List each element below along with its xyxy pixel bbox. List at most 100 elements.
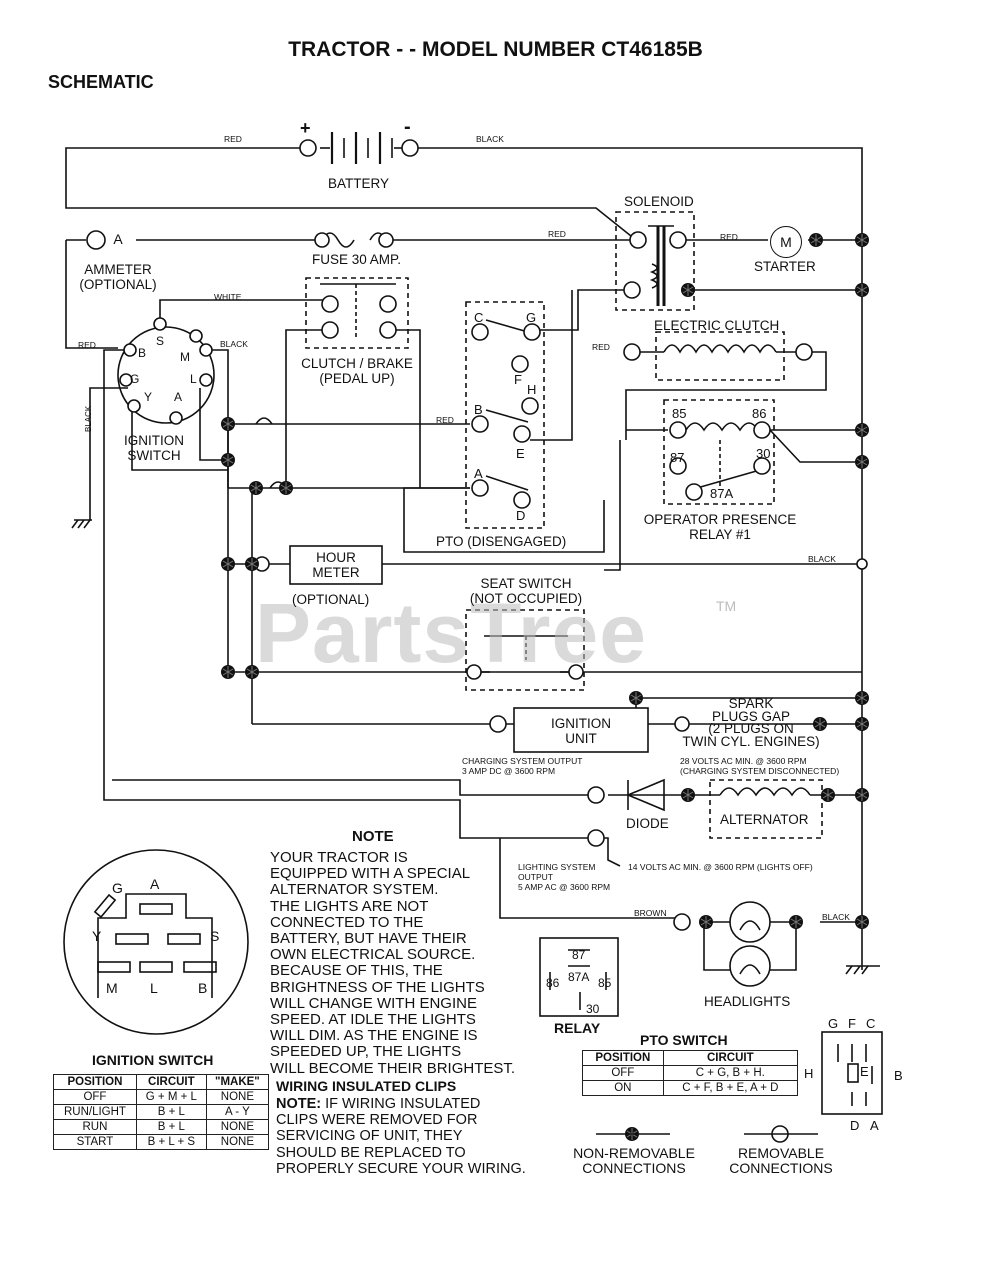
note-line: BATTERY, BUT HAVE THEIR — [270, 930, 467, 948]
note-line: ALTERNATOR SYSTEM. — [270, 881, 439, 899]
wire-label-red-ignition: RED — [78, 340, 96, 350]
note-line: WILL BECOME THEIR BRIGHTEST. — [270, 1059, 516, 1077]
wire-label-black-ground: BLACK — [84, 405, 93, 432]
volts-14-label: 14 VOLTS AC MIN. @ 3600 RPM (LIGHTS OFF) — [628, 862, 813, 872]
hour-meter-optional: (OPTIONAL) — [292, 592, 370, 607]
note-line: WILL DIM. AS THE ENGINE IS — [270, 1027, 478, 1045]
alternator-label: ALTERNATOR — [720, 812, 809, 827]
relay-diagram-86: 86 — [546, 976, 560, 990]
page-title: TRACTOR - - MODEL NUMBER CT46185B — [288, 38, 703, 61]
table-cell: NONE — [205, 1119, 270, 1135]
table-cell: B + L — [135, 1119, 207, 1135]
table-row: OFF C + G, B + H. — [582, 1065, 799, 1081]
watermark: PartsTree — [255, 586, 647, 680]
pto-label: PTO (DISENGAGED) — [436, 534, 567, 549]
battery-positive-wire — [65, 147, 637, 241]
ign-diagram-b: B — [198, 980, 208, 996]
wire-label-red-starter: RED — [720, 232, 738, 242]
table-cell: B + L — [135, 1104, 207, 1120]
section-subtitle: SCHEMATIC — [48, 72, 154, 92]
column-header: "MAKE" — [205, 1074, 270, 1090]
volts-28-label: 28 VOLTS AC MIN. @ 3600 RPM(CHARGING SYS… — [680, 756, 840, 776]
note-line: WILL CHANGE WITH ENGINE — [270, 994, 477, 1012]
ignition-terminal-s: S — [156, 334, 165, 348]
note-line: EQUIPPED WITH A SPECIAL — [270, 865, 471, 883]
table-cell: G + M + L — [135, 1089, 207, 1105]
ign-diagram-a: A — [150, 876, 160, 892]
ammeter-label: AMMETER(OPTIONAL) — [79, 262, 157, 292]
pto-terminal-e: E — [516, 446, 525, 461]
pto-terminal-a: A — [474, 466, 483, 481]
clips-note-label: NOTE: — [276, 1096, 322, 1112]
clips-note-line: SERVICING OF UNIT, THEY — [276, 1128, 463, 1145]
column-header: CIRCUIT — [135, 1074, 207, 1090]
relay-diagram-87a: 87A — [568, 970, 590, 984]
clips-note-line: PROPERLY SECURE YOUR WIRING. — [276, 1160, 526, 1177]
pto-diagram-d: D — [850, 1118, 860, 1133]
table-cell: C + F, B + E, A + D — [662, 1080, 799, 1096]
relay1-terminal-86: 86 — [752, 406, 767, 421]
note-line: SPEED. AT IDLE THE LIGHTS — [270, 1011, 476, 1029]
wire-label-red-clutch: RED — [592, 342, 610, 352]
pto-diagram-g: G — [828, 1016, 839, 1031]
battery-minus-symbol: - — [404, 116, 411, 138]
starter-motor-icon: M — [770, 226, 802, 258]
table-row: START B + L + S NONE — [53, 1134, 270, 1150]
note-line: THE LIGHTS ARE NOT — [270, 897, 429, 915]
pto-terminal-c: C — [474, 310, 484, 325]
fuse-label: FUSE 30 AMP. — [312, 252, 402, 267]
table-cell: ON — [582, 1080, 664, 1096]
wire-label-red-pto: RED — [436, 415, 454, 425]
ignition-switch-title: IGNITION SWITCH — [92, 1052, 214, 1068]
pto-terminal-b: B — [474, 402, 483, 417]
ignition-terminal-l: L — [190, 372, 197, 386]
pto-diagram-c: C — [866, 1016, 876, 1031]
ignition-terminal-b: B — [138, 346, 147, 360]
column-header: POSITION — [582, 1050, 664, 1066]
relay1-terminal-30: 30 — [756, 446, 771, 461]
pto-diagram-h: H — [804, 1066, 814, 1081]
table-row: OFF G + M + L NONE — [53, 1089, 270, 1105]
pto-diagram-b: B — [894, 1068, 903, 1083]
wire-label-black-battery: BLACK — [476, 134, 504, 144]
table-cell: B + L + S — [135, 1134, 207, 1150]
ignition-table: POSITION CIRCUIT "MAKE" OFF G + M + L NO… — [53, 1074, 270, 1150]
relay1-terminal-85: 85 — [672, 406, 687, 421]
ignition-terminal-a: A — [174, 390, 183, 404]
clips-note: NOTE: IF WIRING INSULATED CLIPS WERE REM… — [276, 1096, 526, 1177]
wire-label-black-headlights: BLACK — [822, 912, 850, 922]
note-line: BRIGHTNESS OF THE LIGHTS — [270, 978, 485, 996]
pto-terminal-h: H — [527, 382, 537, 397]
note-line: OWN ELECTRICAL SOURCE. — [270, 946, 476, 964]
ammeter-icon: A — [113, 231, 123, 247]
relay-diagram-85: 85 — [598, 976, 612, 990]
battery-label: BATTERY — [328, 176, 390, 191]
pto-terminal-d: D — [516, 508, 526, 523]
table-cell: NONE — [205, 1089, 270, 1105]
note-line: CONNECTED TO THE — [270, 913, 424, 931]
ign-diagram-y: Y — [92, 928, 102, 944]
pto-diagram-e: E — [860, 1064, 869, 1079]
table-cell: RUN — [53, 1119, 137, 1135]
clips-note-line: CLIPS WERE REMOVED FOR — [276, 1112, 478, 1129]
wire-label-red-battery: RED — [224, 134, 242, 144]
clips-title: WIRING INSULATED CLIPS — [276, 1078, 457, 1094]
wire-label-black-hour: BLACK — [808, 554, 836, 564]
clutch-brake-label: CLUTCH / BRAKE(PEDAL UP) — [301, 356, 413, 386]
ignition-terminal-m: M — [180, 350, 190, 364]
table-cell: OFF — [582, 1065, 664, 1081]
wire-label-black-ignition: BLACK — [220, 339, 248, 349]
table-row: ON C + F, B + E, A + D — [582, 1080, 799, 1096]
table-cell: OFF — [53, 1089, 137, 1105]
clips-note-line: SHOULD BE REPLACED TO — [276, 1144, 466, 1161]
pto-diagram-f: F — [848, 1016, 856, 1031]
starter-label: STARTER — [754, 259, 816, 274]
relay-diagram-87: 87 — [572, 948, 586, 962]
note-title: NOTE — [352, 828, 394, 845]
table-header-row: POSITION CIRCUIT "MAKE" — [53, 1074, 270, 1090]
